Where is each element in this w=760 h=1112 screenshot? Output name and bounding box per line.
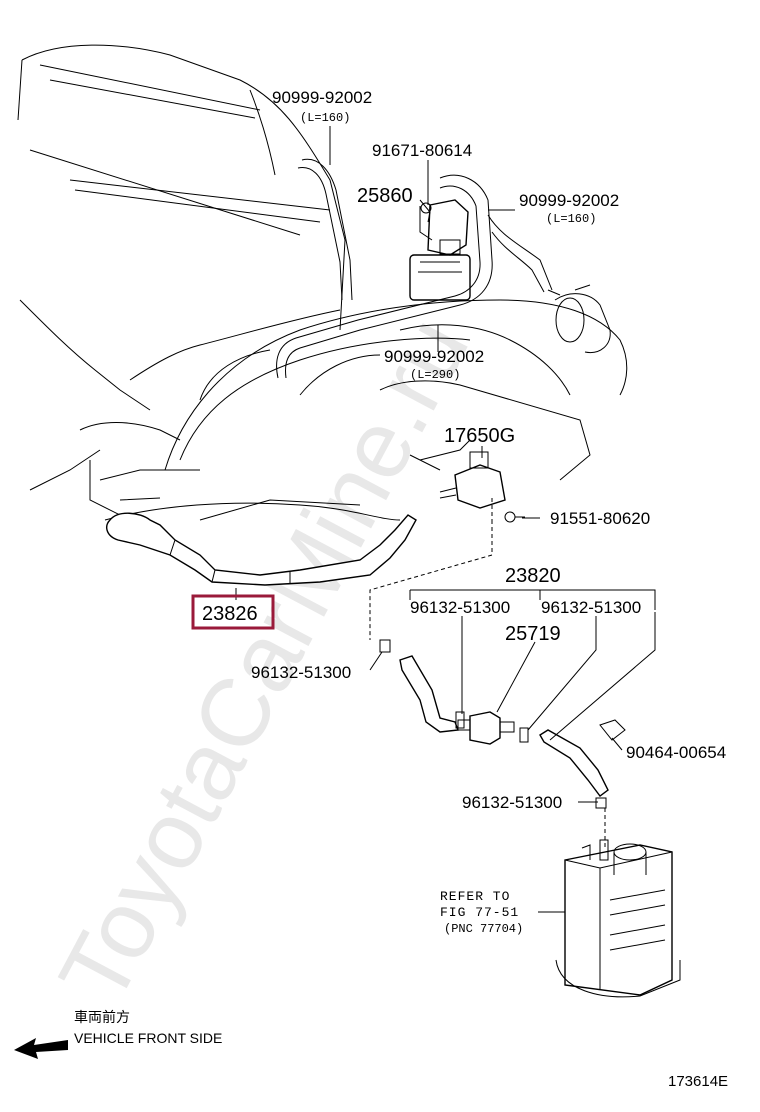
part-number-96132-51300-a: 96132-51300	[410, 598, 510, 617]
figure-id: 173614E	[668, 1073, 728, 1090]
part-number-91671-80614: 91671-80614	[372, 141, 472, 160]
part-number-90464-00654: 90464-00654	[626, 743, 726, 762]
part-number-90999-92002-right: 90999-92002	[519, 191, 619, 210]
highlight-box	[191, 594, 275, 630]
part-number-96132-51300-c: 96132-51300	[251, 663, 351, 682]
leader-lines	[235, 126, 656, 913]
refer-line-3: (PNC 77704)	[444, 922, 523, 936]
hoses	[106, 158, 681, 998]
part-note-l290: (L=290)	[410, 368, 460, 382]
engine-outline	[17, 44, 628, 521]
watermark: ToyotaCarMine.ru	[39, 301, 489, 1020]
part-number-17650g: 17650G	[444, 425, 515, 447]
part-number-25860: 25860	[357, 185, 413, 207]
part-note-l160-top: (L=160)	[300, 111, 350, 125]
arrow-left-icon	[14, 1038, 68, 1059]
part-number-23820: 23820	[505, 565, 561, 587]
part-number-90999-92002-top: 90999-92002	[272, 88, 372, 107]
part-number-90999-92002-lower: 90999-92002	[384, 347, 484, 366]
part-number-96132-51300-d: 96132-51300	[462, 793, 562, 812]
part-number-25719: 25719	[505, 623, 561, 645]
refer-line-1: REFER TO	[440, 889, 510, 904]
part-number-96132-51300-b: 96132-51300	[541, 598, 641, 617]
vehicle-front-en: VEHICLE FRONT SIDE	[74, 1030, 222, 1046]
part-number-91551-80620: 91551-80620	[550, 509, 650, 528]
part-note-l160-right: (L=160)	[546, 212, 596, 226]
part-number-23826[interactable]: 23826	[202, 603, 258, 625]
refer-line-2[interactable]: FIG 77-51	[440, 905, 519, 920]
vehicle-front-jp: 車両前方	[74, 1009, 130, 1025]
